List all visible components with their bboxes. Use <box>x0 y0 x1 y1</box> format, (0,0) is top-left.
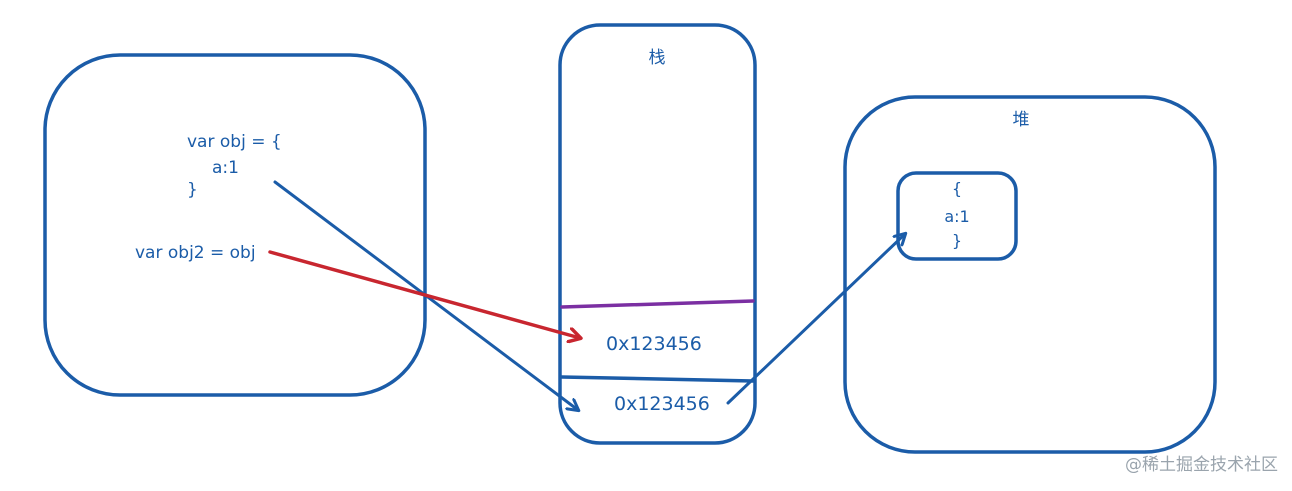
heap-box-frame <box>843 95 1217 454</box>
heap-object-prop: a:1 <box>944 207 969 226</box>
stack-box: 栈 0x123456 0x123456 <box>558 23 757 445</box>
heap-object-close: } <box>952 231 962 250</box>
stack-divider-blue <box>560 375 755 383</box>
stack-box-frame <box>558 23 757 445</box>
code-line-3: } <box>187 180 198 200</box>
heap-object-open: { <box>952 179 962 198</box>
code-box: var obj = { a:1 } var obj2 = obj <box>43 53 427 397</box>
stack-divider-purple <box>560 299 755 309</box>
arrow-stack-to-heap-object <box>726 234 905 405</box>
arrow-obj2-to-stack-top <box>268 250 580 338</box>
code-line-1: var obj = { <box>187 132 282 152</box>
code-box-frame <box>43 53 427 397</box>
code-line-2: a:1 <box>212 158 239 178</box>
stack-cell-top: 0x123456 <box>606 333 702 355</box>
code-line-4: var obj2 = obj <box>135 243 256 263</box>
watermark: @稀土掘金技术社区 <box>1125 455 1278 475</box>
stack-title: 栈 <box>649 48 666 68</box>
heap-box: 堆 { a:1 } <box>843 95 1217 454</box>
stack-cell-bottom: 0x123456 <box>614 393 710 415</box>
heap-title: 堆 <box>1013 110 1030 130</box>
heap-object-frame <box>896 171 1018 261</box>
